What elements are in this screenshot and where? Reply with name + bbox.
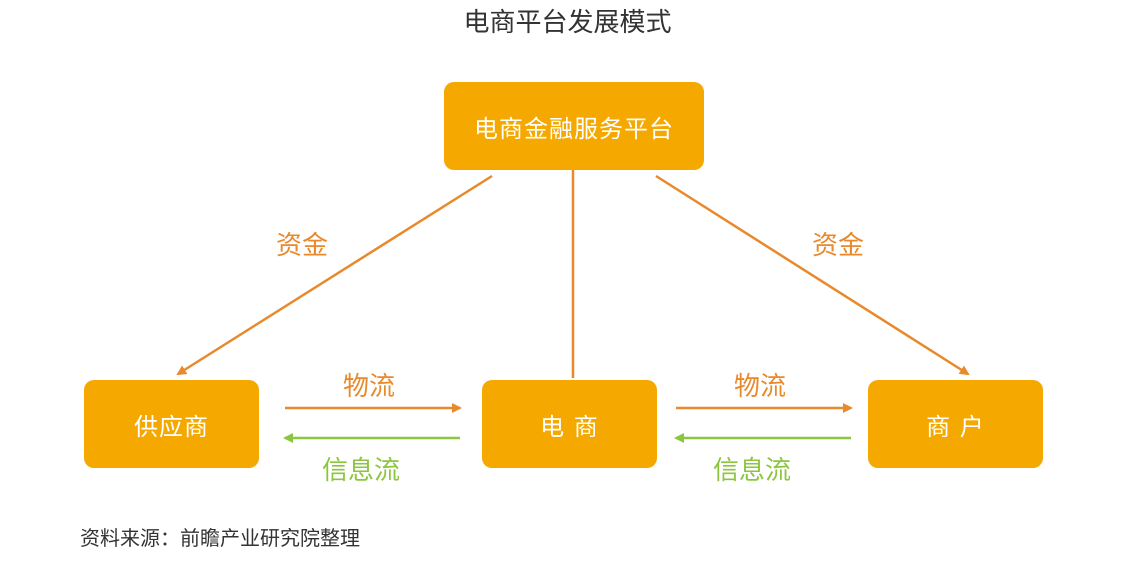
fund-arrow-left bbox=[176, 174, 493, 376]
info-label-right: 信息流 bbox=[713, 456, 792, 486]
logistics-label-right: 物流 bbox=[734, 372, 787, 402]
diagram-title: 电商平台发展模式 bbox=[463, 8, 672, 38]
fund-arrow-right bbox=[655, 174, 970, 376]
merchant-node: 商 户 bbox=[868, 380, 1043, 468]
logistics-label-left: 物流 bbox=[343, 372, 396, 402]
info-label-left: 信息流 bbox=[322, 456, 401, 486]
ecommerce-node: 电 商 bbox=[482, 380, 657, 468]
source-note: 资料来源：前瞻产业研究院整理 bbox=[80, 526, 360, 550]
fund-label-left: 资金 bbox=[276, 231, 329, 261]
fund-label-right: 资金 bbox=[812, 231, 865, 261]
supplier-node: 供应商 bbox=[84, 380, 259, 468]
platform-node: 电商金融服务平台 bbox=[444, 82, 704, 170]
